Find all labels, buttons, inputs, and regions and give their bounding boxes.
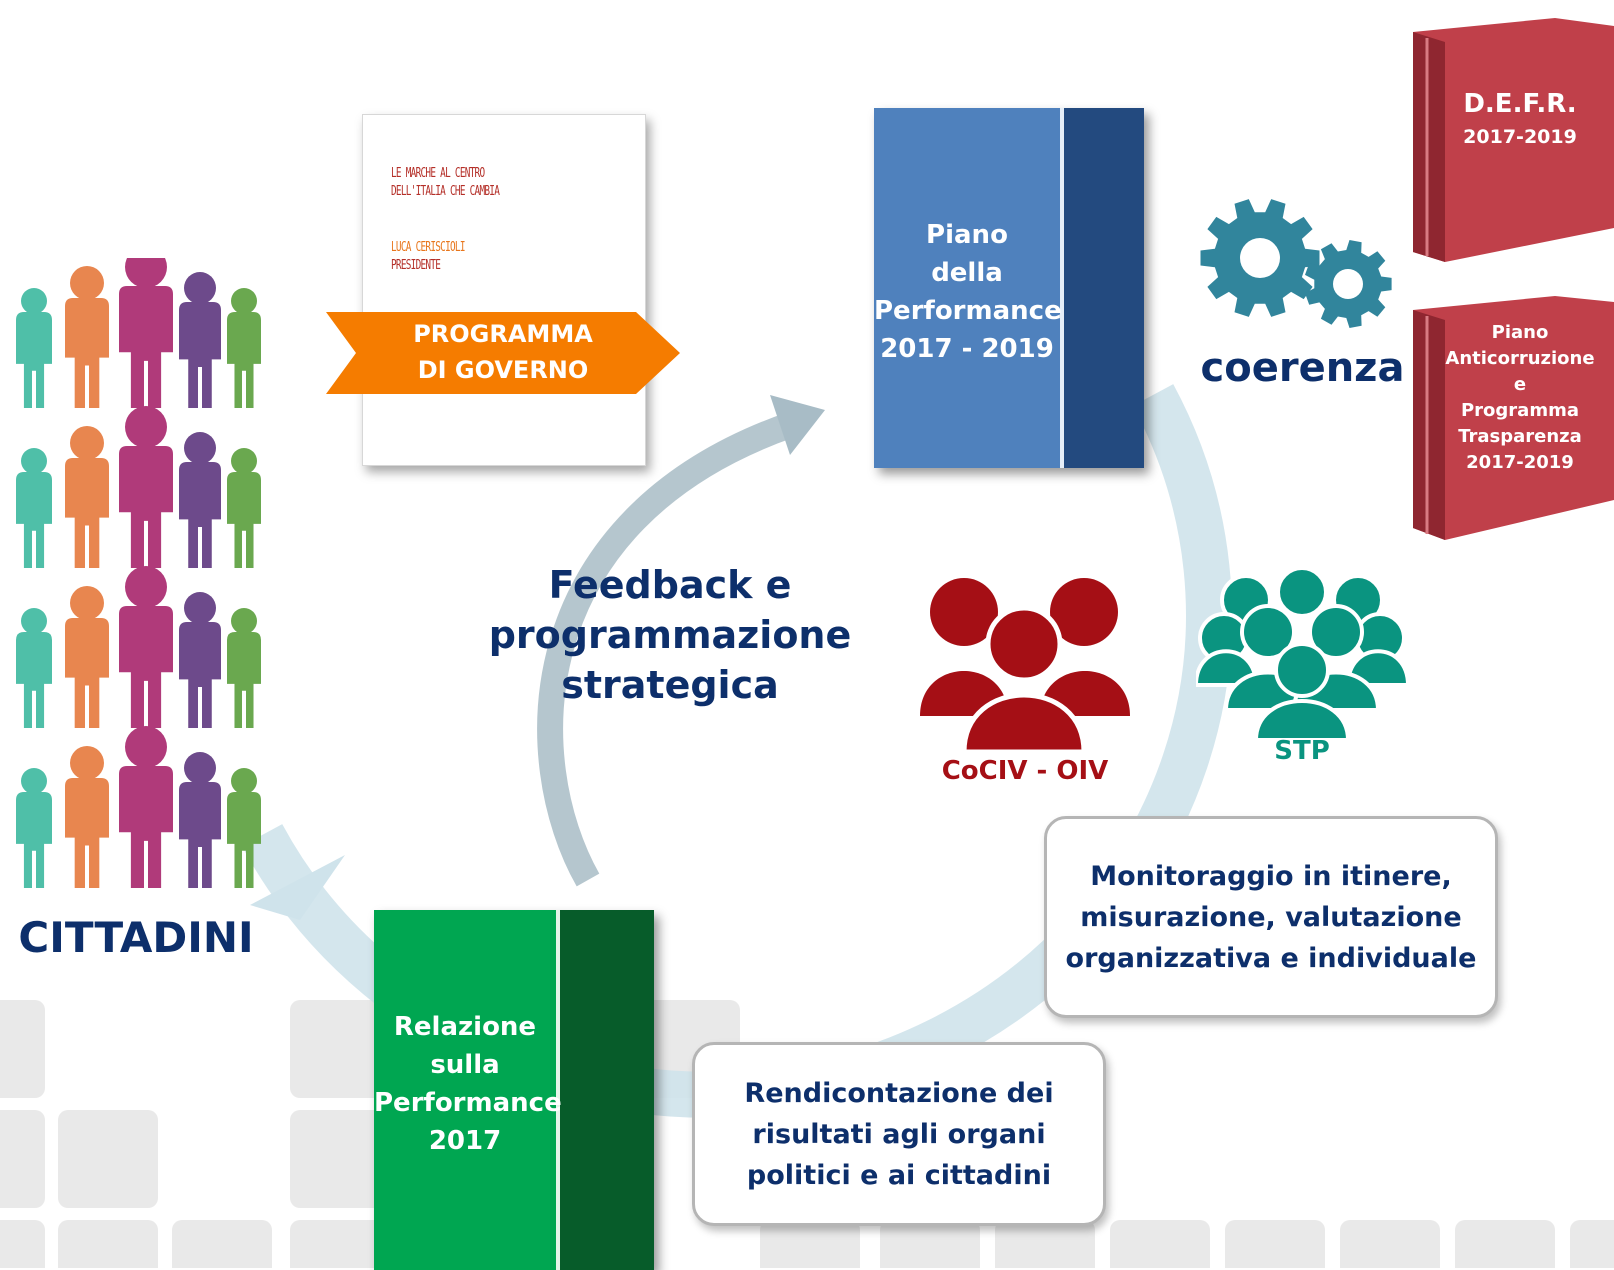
citizen-figure <box>179 592 221 728</box>
stp-group-icon <box>1196 570 1408 740</box>
citizen-figure <box>16 608 52 728</box>
programma-ribbon: PROGRAMMA DI GOVERNO <box>326 312 680 394</box>
ribbon-line-1: PROGRAMMA <box>413 320 593 348</box>
citizen-figure <box>16 448 52 568</box>
citizen-figure <box>119 566 173 728</box>
defr-book <box>1413 18 1614 262</box>
coerenza-label: coerenza <box>1200 345 1405 391</box>
rendicontazione-line-3: politici e ai cittadini <box>746 1159 1052 1191</box>
citizen-figure <box>65 266 109 408</box>
doc-author-line-1: LUCA CERISCIOLI <box>391 240 465 255</box>
anticorruzione-label: Piano Anticorruzione e Programma Traspar… <box>1432 320 1608 476</box>
piano-line-3: Performance <box>874 296 1062 326</box>
relazione-line-3: Performance <box>374 1088 562 1118</box>
relazione-line-2: sulla <box>430 1050 500 1080</box>
stp-label: STP <box>1274 736 1330 766</box>
defr-years: 2017-2019 <box>1463 126 1577 148</box>
citizen-figure <box>179 432 221 568</box>
defr-label: D.E.F.R. 2017-2019 <box>1455 86 1585 152</box>
monitoraggio-callout: Monitoraggio in itinere, misurazione, va… <box>1044 816 1498 1018</box>
monitoraggio-line-1: Monitoraggio in itinere, <box>1090 860 1452 892</box>
citizen-figure <box>65 426 109 568</box>
defr-title: D.E.F.R. <box>1463 89 1577 119</box>
feedback-arrow <box>537 412 795 887</box>
rendicontazione-line-2: risultati agli organi <box>752 1118 1046 1150</box>
feedback-line-1: Feedback e <box>548 563 792 607</box>
doc-title-line-2: DELL'ITALIA CHE CAMBIA <box>391 184 500 199</box>
monitoraggio-line-2: misurazione, valutazione <box>1080 901 1462 933</box>
citizen-figure <box>65 746 109 888</box>
feedback-arrowhead <box>770 395 825 455</box>
programma-document: LE MARCHE AL CENTRO DELL'ITALIA CHE CAMB… <box>362 114 646 466</box>
cociv-group-icon <box>920 578 1130 752</box>
citizen-figure <box>227 768 261 888</box>
citizen-figure <box>16 288 52 408</box>
piano-line-2: della <box>931 258 1003 288</box>
relazione-performance-book: Relazione sulla Performance 2017 <box>374 910 654 1270</box>
piano-line-4: 2017 - 2019 <box>880 334 1054 364</box>
citizen-figure <box>227 448 261 568</box>
citizens-icon <box>12 246 262 918</box>
relazione-line-4: 2017 <box>428 1126 502 1156</box>
feedback-line-2: programmazione <box>488 613 852 657</box>
doc-title-line-1: LE MARCHE AL CENTRO <box>391 166 485 181</box>
anticorruzione-line-6: 2017-2019 <box>1466 452 1574 473</box>
anticorruzione-line-5: Trasparenza <box>1458 426 1582 447</box>
citizen-figure <box>179 752 221 888</box>
anticorruzione-book <box>1413 296 1614 540</box>
citizen-figure <box>179 272 221 408</box>
monitoraggio-line-3: organizzativa e individuale <box>1065 942 1477 974</box>
relazione-line-1: Relazione <box>393 1012 537 1042</box>
piano-performance-book: Piano della Performance 2017 - 2019 <box>874 108 1144 468</box>
feedback-label: Feedback e programmazione strategica <box>470 560 870 710</box>
citizen-figure <box>65 586 109 728</box>
doc-author-line-2: PRESIDENTE <box>391 258 441 273</box>
citizen-figure <box>227 288 261 408</box>
rendicontazione-callout: Rendicontazione dei risultati agli organ… <box>692 1042 1106 1226</box>
feedback-line-3: strategica <box>561 663 779 707</box>
citizen-figure <box>227 608 261 728</box>
citizen-figure <box>119 406 173 568</box>
anticorruzione-line-2: Anticorruzione <box>1445 348 1595 369</box>
anticorruzione-line-3: e <box>1513 374 1527 395</box>
rendicontazione-line-1: Rendicontazione dei <box>744 1077 1054 1109</box>
gears-icon <box>1200 199 1392 328</box>
citizen-figure <box>119 726 173 888</box>
cycle-arrowhead <box>250 855 345 920</box>
cociv-label: CoCIV - OIV <box>941 756 1109 786</box>
anticorruzione-line-1: Piano <box>1491 322 1549 343</box>
ribbon-line-2: DI GOVERNO <box>417 356 589 384</box>
anticorruzione-line-4: Programma <box>1460 400 1579 421</box>
citizen-figure <box>119 246 173 408</box>
piano-line-1: Piano <box>926 220 1008 250</box>
citizens-label: CITTADINI <box>18 913 254 962</box>
citizen-figure <box>16 768 52 888</box>
red-books <box>1413 18 1614 540</box>
background-tiles <box>0 1000 1614 1268</box>
